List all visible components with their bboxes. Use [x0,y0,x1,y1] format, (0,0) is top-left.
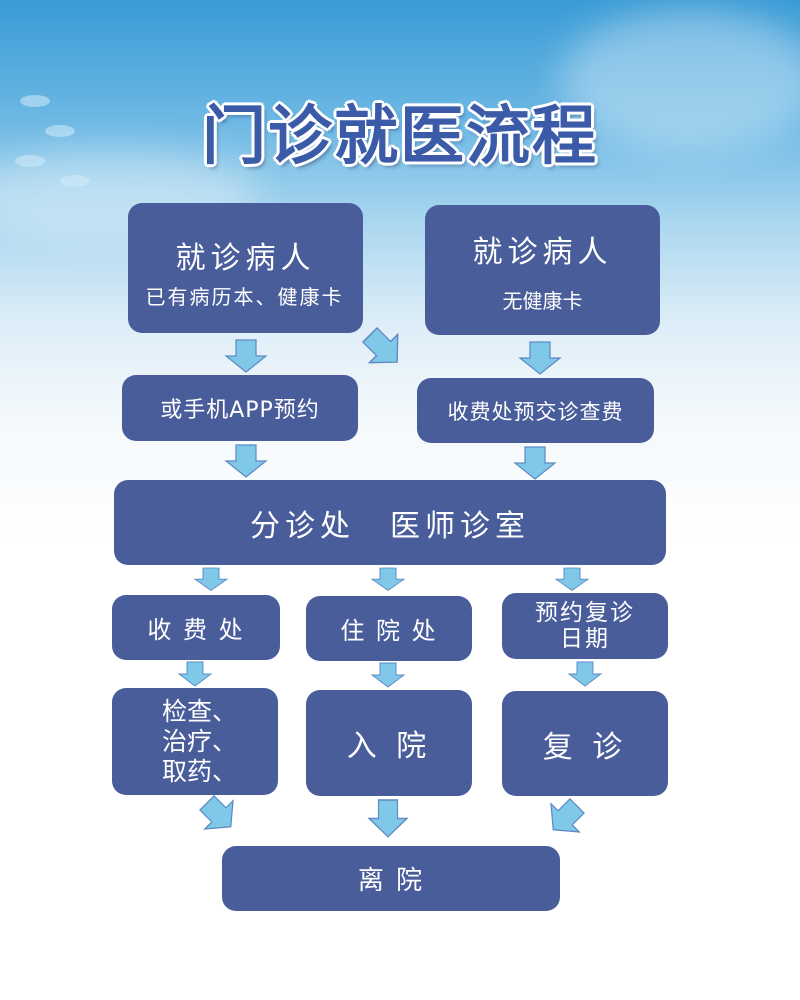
arrow-down-icon [514,446,556,480]
node-triage: 分诊处 医师诊室 [114,480,666,565]
node-exam: 检查、 治疗、 取药、 [112,688,278,795]
node-followup: 复 诊 [502,691,668,796]
node-subtitle: 已有病历本、健康卡 [145,285,344,309]
arrow-down-icon [178,661,212,687]
arrow-down-icon [555,567,589,591]
node-followup-booking: 预约复诊日期 [502,593,668,659]
arrow-down-icon [368,799,408,838]
background-decoration [20,95,50,107]
arrow-diagonal-icon [355,320,412,377]
arrow-diagonal-icon [538,791,592,845]
exam-line: 检查、 [162,696,238,726]
node-app-booking: 或手机APP预约 [122,375,358,441]
arrow-down-icon [225,339,267,373]
background-decoration [15,155,45,167]
arrow-down-icon [194,567,228,591]
background-cloud [560,10,800,150]
arrow-diagonal-icon [192,788,246,842]
node-cashier: 收 费 处 [112,595,280,660]
arrow-down-icon [225,444,267,478]
exam-line: 治疗、 [162,726,238,756]
arrow-down-icon [371,662,405,688]
node-admit: 入 院 [306,690,472,796]
arrow-down-icon [371,567,405,591]
node-title: 就诊病人 [175,241,316,276]
node-title: 就诊病人 [472,234,613,270]
node-subtitle: 无健康卡 [502,288,583,313]
arrow-down-icon [568,661,602,687]
node-discharge: 离 院 [222,846,560,911]
page-title: 门诊就医流程 [202,100,598,174]
background-decoration [60,175,90,187]
node-prepay: 收费处预交诊查费 [417,378,654,443]
exam-line: 取药、 [162,756,238,786]
node-patient-with-card: 就诊病人 已有病历本、健康卡 [128,203,363,333]
background-decoration [45,125,75,137]
node-admission-office: 住 院 处 [306,596,472,661]
node-patient-no-card: 就诊病人 无健康卡 [425,205,660,335]
arrow-down-icon [519,341,561,375]
